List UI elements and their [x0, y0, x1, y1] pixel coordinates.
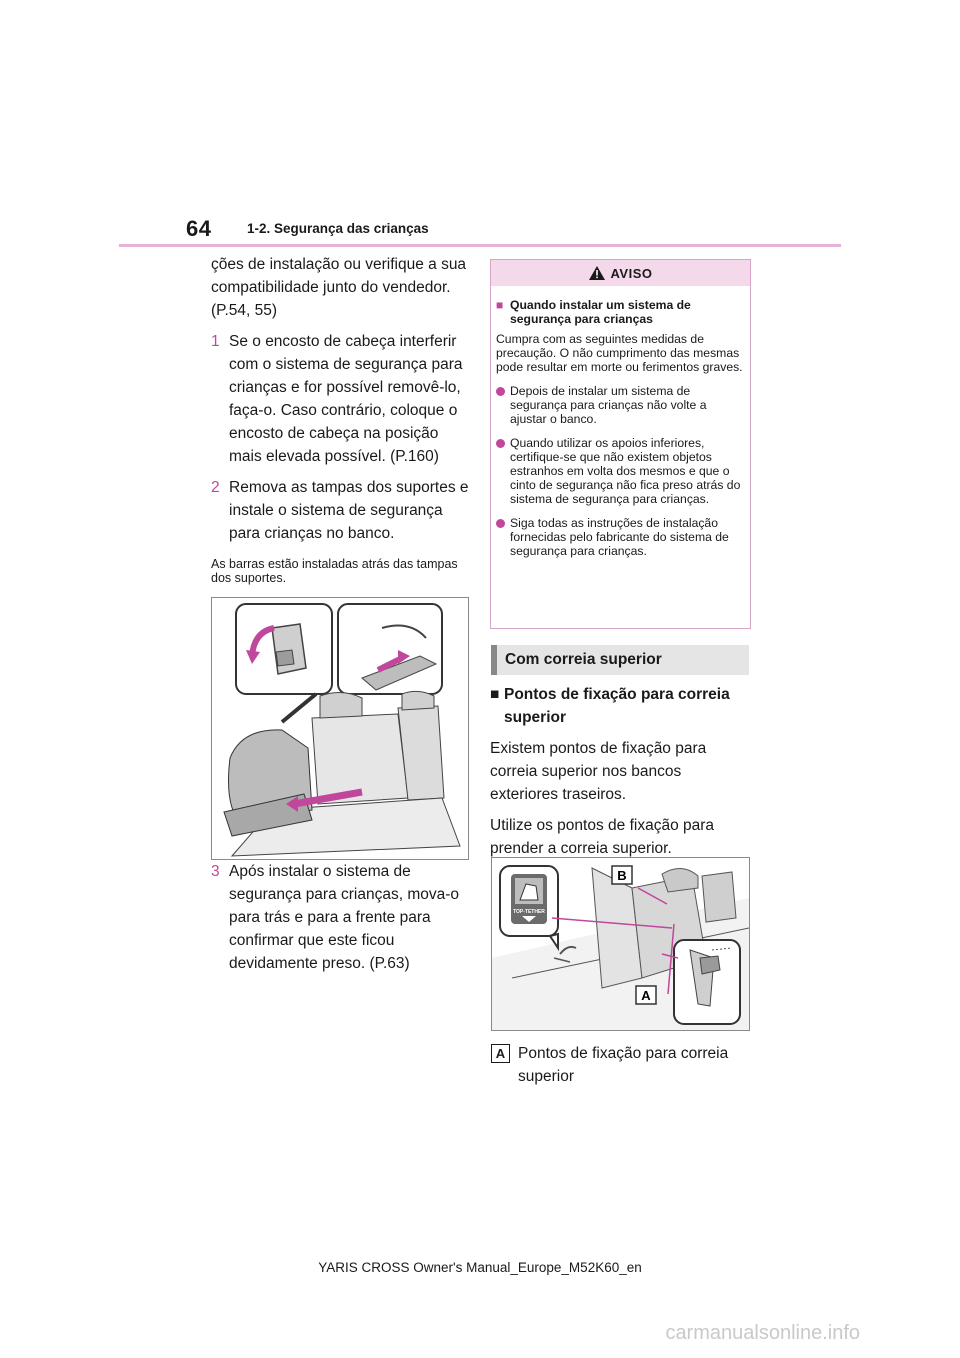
child-seat-installation-figure: [211, 597, 469, 860]
warning-bullet-text: Siga todas as instruções de instalação f…: [510, 516, 729, 558]
square-bullet-icon: ■: [490, 686, 500, 703]
child-seat-illustration: [223, 603, 461, 857]
subsection-heading: ■ Pontos de fixação para correia superio…: [490, 683, 752, 729]
step-text: Remova as tampas dos suportes e instale …: [229, 479, 469, 542]
warning-bullet: Quando utilizar os apoios inferiores, ce…: [496, 436, 744, 506]
subsection-heading-text: Pontos de fixação para correia superior: [504, 686, 730, 726]
paragraph: Existem pontos de fixação para correia s…: [490, 740, 707, 803]
intro-paragraph: ções de instalação ou verifique a sua co…: [211, 256, 467, 319]
page-number: 64: [186, 216, 212, 241]
paragraph: Utilize os pontos de fixação para prende…: [490, 817, 715, 857]
figure-legend: A Pontos de fixação para correia superio…: [491, 1042, 753, 1088]
warning-bullet-text: Depois de instalar um sistema de seguran…: [510, 384, 707, 426]
top-tether-anchor-figure: TOP-TETHER B A: [491, 857, 750, 1031]
legend-text: Pontos de fixação para correia superior: [518, 1045, 729, 1085]
warning-bullet: Siga todas as instruções de instalação f…: [496, 516, 744, 558]
bars-note: As barras estão instaladas atrás das tam…: [211, 557, 458, 585]
label-b: B: [617, 868, 626, 883]
warning-title: AVISO: [610, 265, 653, 281]
header-rule: [119, 244, 841, 247]
square-bullet-icon: ■: [496, 298, 504, 312]
warning-header: AVISO: [491, 260, 750, 286]
watermark: carmanualsonline.info: [665, 1322, 860, 1344]
warning-box: AVISO ■ Quando instalar um sistema de se…: [490, 259, 751, 629]
step-number: 2: [211, 479, 220, 496]
warning-bullet: Depois de instalar um sistema de seguran…: [496, 384, 744, 426]
warning-triangle-icon: [588, 266, 605, 280]
top-tether-illustration: TOP-TETHER B A: [492, 865, 750, 1030]
bullet-dot-icon: [496, 439, 505, 448]
step-number: 3: [211, 863, 220, 880]
step-text: Após instalar o sistema de segurança par…: [229, 863, 460, 972]
warning-subheading: ■ Quando instalar um sistema de seguranç…: [496, 298, 744, 326]
right-column: ■ Pontos de fixação para correia superio…: [490, 681, 752, 860]
bullet-dot-icon: [496, 519, 505, 528]
label-a: A: [641, 988, 651, 1003]
warning-body: ■ Quando instalar um sistema de seguranç…: [491, 286, 750, 558]
step-text: Se o encosto de cabeça interferir com o …: [229, 333, 463, 465]
step-3-row: 3 Após instalar o sistema de segurança p…: [211, 860, 475, 975]
footer: YARIS CROSS Owner's Manual_Europe_M52K60…: [318, 1260, 642, 1275]
legend-item: A Pontos de fixação para correia superio…: [491, 1042, 753, 1088]
legend-key: A: [491, 1044, 510, 1063]
warning-subheading-text: Quando instalar um sistema de segurança …: [510, 298, 691, 326]
section-title: 1-2. Segurança das crianças: [247, 221, 429, 236]
step-3: 3 Após instalar o sistema de segurança p…: [211, 860, 475, 975]
left-column: ções de instalação ou verifique a sua co…: [211, 253, 473, 585]
top-tether-text: TOP-TETHER: [513, 909, 545, 915]
warning-intro: Cumpra com as seguintes medidas de preca…: [496, 332, 743, 374]
step-number: 1: [211, 333, 220, 350]
step-1: 1 Se o encosto de cabeça interferir com …: [211, 330, 473, 468]
step-2: 2 Remova as tampas dos suportes e instal…: [211, 476, 473, 545]
warning-bullet-text: Quando utilizar os apoios inferiores, ce…: [510, 436, 741, 506]
bullet-dot-icon: [496, 387, 505, 396]
section-heading-top-tether: Com correia superior: [491, 645, 749, 675]
